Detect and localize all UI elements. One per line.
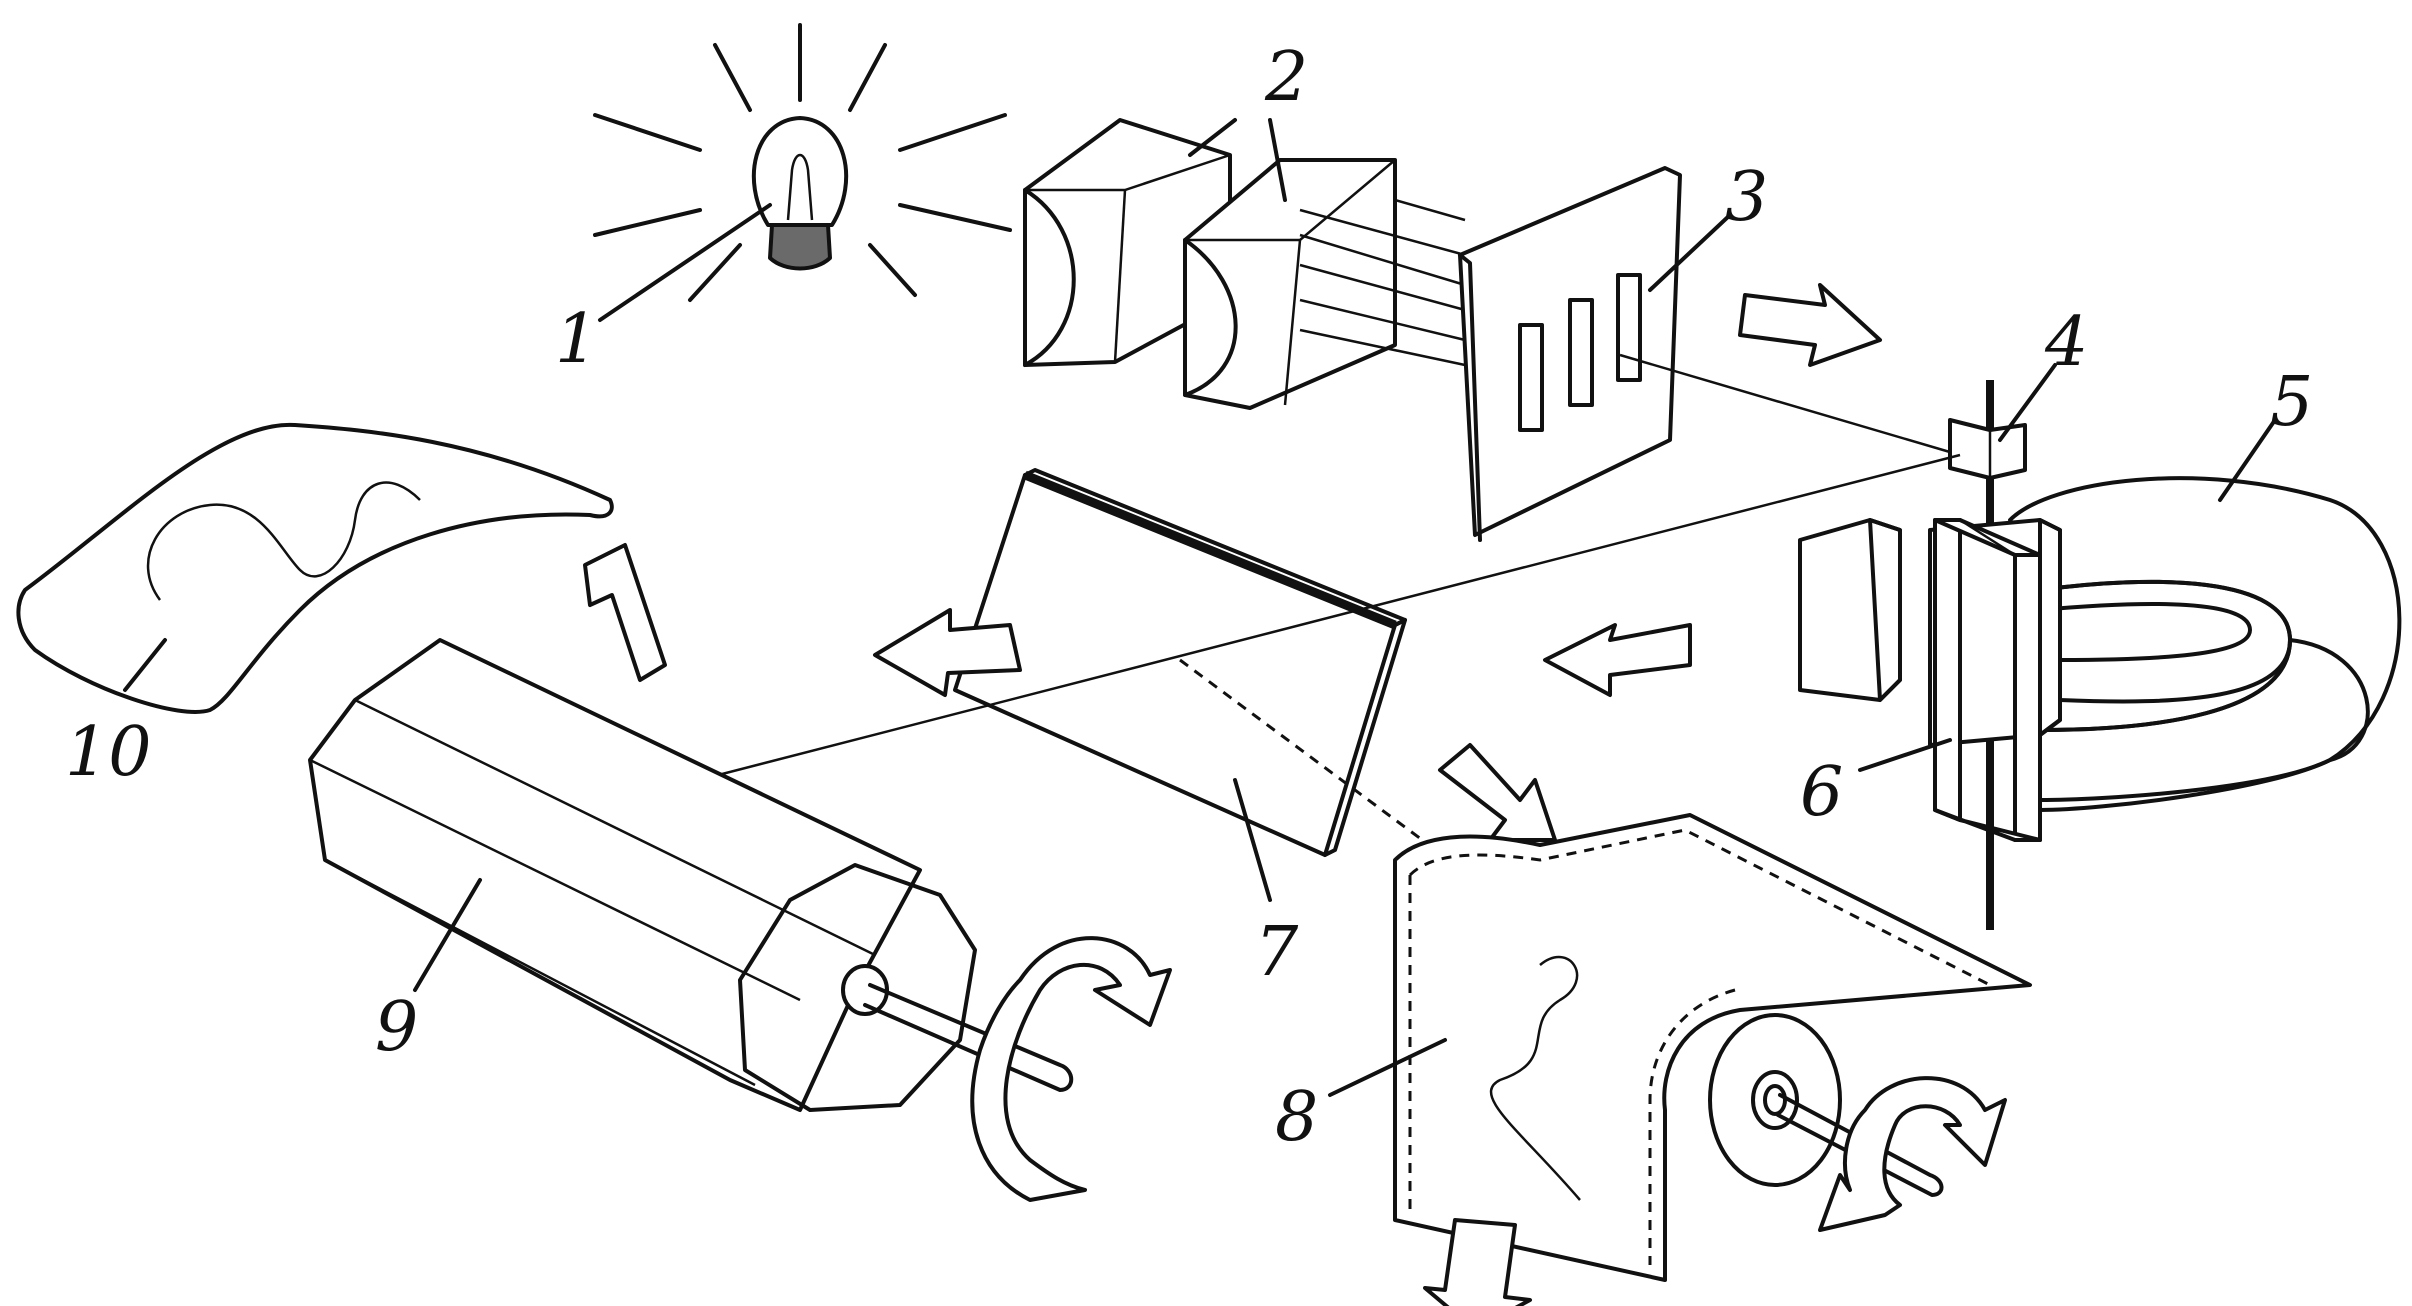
rotating-drum <box>308 638 1074 1112</box>
arrow-right <box>1738 283 1882 367</box>
label-1: 1 <box>555 300 598 379</box>
light-path-to-mirror <box>1619 353 1961 457</box>
lens-pair <box>1023 118 1466 410</box>
leader-8 <box>1328 1038 1447 1097</box>
slit-plate <box>1458 166 1682 542</box>
rotation-arrow-tape <box>1818 1076 2007 1232</box>
leader-6 <box>1858 738 1952 772</box>
rotation-arrow-drum <box>970 936 1172 1202</box>
arrow-down-tape <box>1423 1218 1532 1306</box>
projection-screen <box>16 422 614 714</box>
light-bulb-icon <box>593 23 1012 302</box>
arrow-up-left <box>583 543 667 682</box>
label-8: 8 <box>1275 1078 1318 1157</box>
recording-tape <box>1393 813 2032 1282</box>
leader-5 <box>2218 418 2277 502</box>
arrow-left-2 <box>873 608 1022 697</box>
light-rays <box>593 23 1012 302</box>
label-5: 5 <box>2270 363 2313 442</box>
label-9: 9 <box>375 988 418 1067</box>
light-path-to-drum <box>659 453 1961 792</box>
label-4: 4 <box>2044 303 2088 382</box>
mirror <box>953 468 1407 857</box>
leader-3 <box>1648 213 1732 292</box>
leader-4 <box>1998 363 2057 442</box>
label-7: 7 <box>1255 913 1299 992</box>
label-3: 3 <box>1725 158 1768 237</box>
label-10: 10 <box>65 713 152 792</box>
arrow-down-right <box>1438 743 1557 842</box>
leader-10 <box>123 638 167 692</box>
leader-1 <box>598 203 772 322</box>
label-6: 6 <box>1800 753 1843 832</box>
label-2: 2 <box>1264 38 1308 117</box>
arrow-left-1 <box>1543 623 1692 697</box>
leader-9 <box>413 878 482 992</box>
leader-7 <box>1233 778 1272 902</box>
